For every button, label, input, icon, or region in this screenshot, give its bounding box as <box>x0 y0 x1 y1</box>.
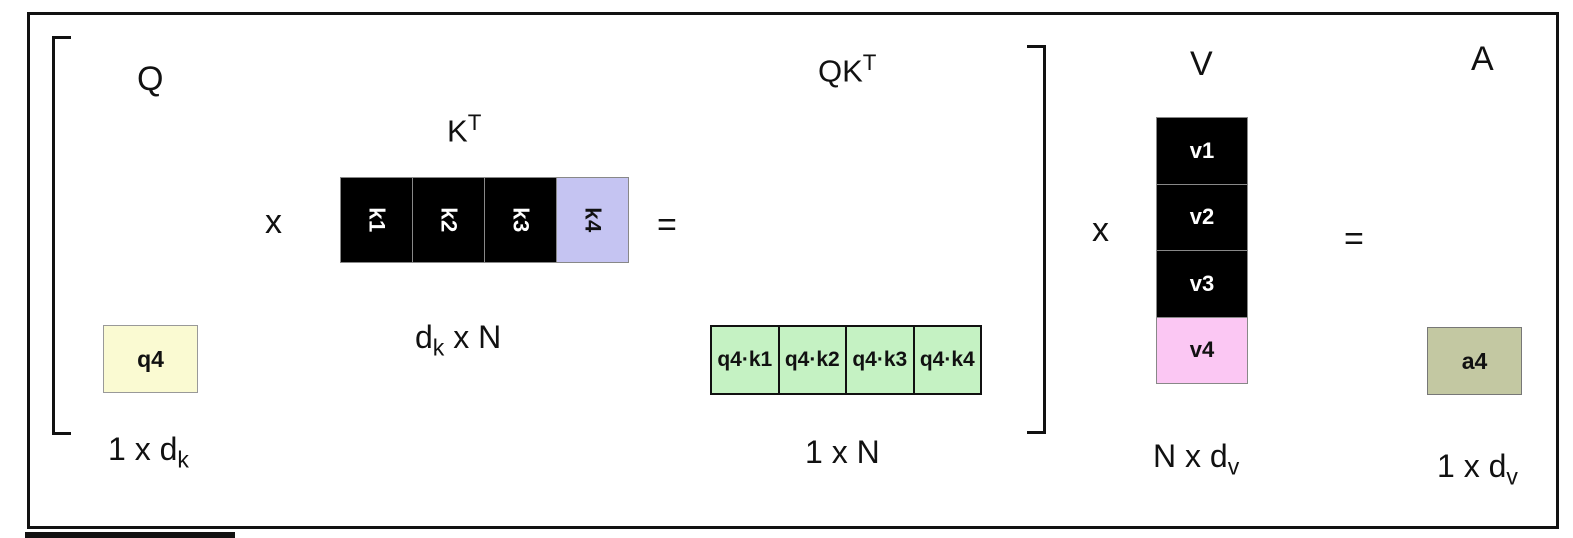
bottom-partial-bar <box>25 532 235 538</box>
v-cell-v3: v3 <box>1156 250 1248 318</box>
v-dims-sub: v <box>1227 453 1240 480</box>
kt-cell-k4-label: k4 <box>580 207 606 233</box>
a-matrix-label: A <box>1471 40 1494 78</box>
v-cell-v4-highlighted: v4 <box>1156 316 1248 384</box>
result-cell-q4k1: q4·k1 <box>710 325 780 395</box>
qkt-dims-label: 1 x N <box>805 434 880 470</box>
q4-cell: q4 <box>103 325 198 393</box>
kt-matrix-label: KT <box>447 110 482 149</box>
result-cell-q4k2: q4·k2 <box>777 325 847 395</box>
a-dims-sub: v <box>1506 463 1518 490</box>
q-dims-sub: k <box>177 446 189 473</box>
equals-operator-1: = <box>657 206 677 244</box>
kt-dims-label: dk x N <box>415 321 501 359</box>
kt-cell-k2-label: k2 <box>436 207 462 233</box>
multiply-operator-2: x <box>1092 211 1109 249</box>
kt-label-base: K <box>447 113 468 149</box>
v-dims-label: N x dv <box>1153 440 1239 478</box>
multiply-operator-1: x <box>265 203 282 241</box>
v-matrix: v1 v2 v3 v4 <box>1156 117 1248 384</box>
result-cell-q4k3: q4·k3 <box>845 325 915 395</box>
kt-dims-base: d <box>415 319 433 355</box>
kt-dims-sub: k <box>432 334 445 361</box>
kt-dims-rest: x N <box>444 319 502 355</box>
q-matrix-label: Q <box>137 60 164 98</box>
kt-matrix: k1 k2 k3 k4 <box>340 177 629 263</box>
qkt-label-sup: T <box>862 50 877 75</box>
q4-cell-label: q4 <box>137 345 164 372</box>
a4-cell-label: a4 <box>1461 347 1488 374</box>
qkt-result-row: q4·k1 q4·k2 q4·k3 q4·k4 <box>710 325 982 395</box>
qkt-label-base: QK <box>818 53 863 89</box>
close-bracket <box>1027 45 1046 434</box>
kt-cell-k4-highlighted: k4 <box>556 177 629 263</box>
kt-cell-k1-label: k1 <box>364 207 390 233</box>
v-cell-v1: v1 <box>1156 117 1248 185</box>
q-dims-label: 1 x dk <box>108 433 189 471</box>
open-bracket <box>52 36 71 435</box>
qkt-matrix-label: QKT <box>818 50 877 89</box>
q-dims-base: 1 x d <box>108 431 178 467</box>
equals-operator-2: = <box>1344 220 1364 258</box>
v-cell-v2: v2 <box>1156 183 1248 251</box>
kt-cell-k3: k3 <box>484 177 557 263</box>
kt-cell-k2: k2 <box>412 177 485 263</box>
v-matrix-label: V <box>1190 45 1213 83</box>
outer-frame <box>27 12 1559 529</box>
a-dims-base: 1 x d <box>1437 448 1507 484</box>
kt-cell-k3-label: k3 <box>508 207 534 233</box>
a4-cell: a4 <box>1427 327 1522 395</box>
v-dims-base: N x d <box>1153 438 1228 474</box>
kt-cell-k1: k1 <box>340 177 413 263</box>
a-dims-label: 1 x dv <box>1437 450 1518 488</box>
kt-label-sup: T <box>467 110 482 135</box>
result-cell-q4k4: q4·k4 <box>912 325 982 395</box>
